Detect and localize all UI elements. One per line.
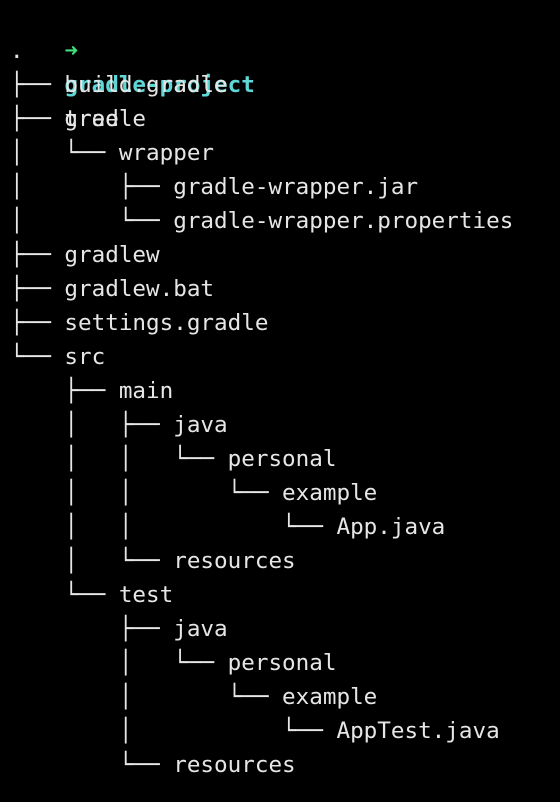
tree-entry: │ └── resources bbox=[10, 548, 296, 574]
tree-entry: │ └── example bbox=[10, 684, 378, 710]
tree-entry: │ └── AppTest.java bbox=[10, 718, 500, 744]
tree-entry: │ └── wrapper bbox=[10, 140, 215, 166]
tree-entry: │ │ └── App.java bbox=[10, 514, 446, 540]
tree-entry: ├── build.gradle bbox=[10, 72, 228, 98]
tree-entry: │ ├── gradle-wrapper.jar bbox=[10, 174, 419, 200]
prompt-command: tree bbox=[64, 106, 119, 132]
tree-entry: └── src bbox=[10, 344, 106, 370]
tree-entry: │ └── personal bbox=[10, 650, 337, 676]
prompt-arrow-icon: ➜ bbox=[64, 38, 79, 64]
prompt-directory: gradle-project bbox=[64, 72, 255, 98]
tree-entry: ├── java bbox=[10, 616, 228, 642]
tree-entry: │ │ └── personal bbox=[10, 446, 337, 472]
tree-entry: │ │ └── example bbox=[10, 480, 378, 506]
tree-entry: └── resources bbox=[10, 752, 296, 778]
prompt-line: ➜ gradle-project tree bbox=[10, 0, 254, 132]
tree-root: . bbox=[10, 38, 24, 64]
tree-entry: ├── settings.gradle bbox=[10, 310, 269, 336]
tree-entry: │ └── gradle-wrapper.properties bbox=[10, 208, 514, 234]
tree-entry: │ ├── java bbox=[10, 412, 228, 438]
tree-entry: ├── gradlew bbox=[10, 242, 160, 268]
tree-entry: ├── main bbox=[10, 378, 174, 404]
tree-entry: ├── gradle bbox=[10, 106, 147, 132]
tree-entry: ├── gradlew.bat bbox=[10, 276, 215, 302]
tree-entry: └── test bbox=[10, 582, 174, 608]
